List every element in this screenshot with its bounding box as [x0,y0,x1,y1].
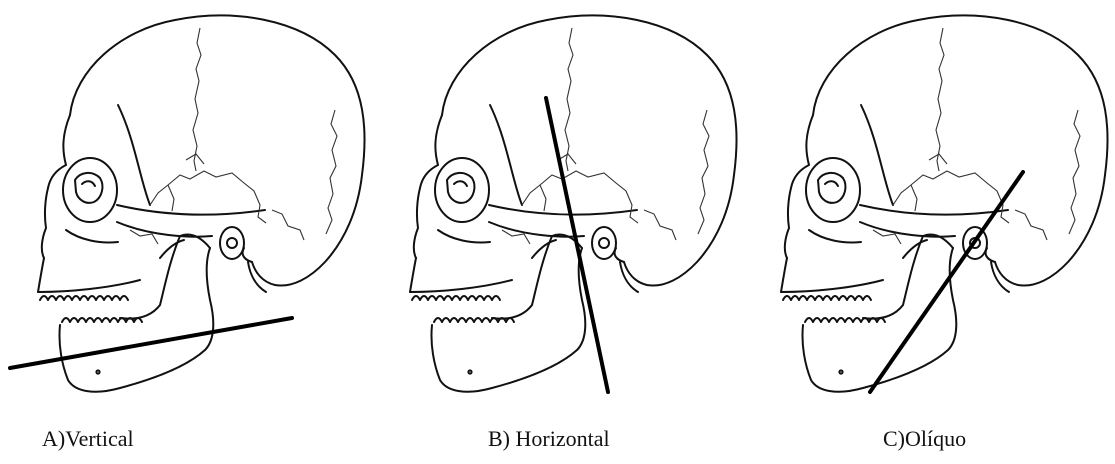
panel-oblique: C)Olíquo [743,0,1115,464]
caption-b: B) Horizontal [488,426,610,452]
caption-c: C)Olíquo [883,426,966,452]
panel-vertical: A)Vertical [0,0,372,464]
caption-a: A)Vertical [42,426,134,452]
reference-line-vertical [10,318,292,368]
panel-horizontal: B) Horizontal [372,0,744,464]
skull-diagram-b [372,0,744,410]
skull-diagram-a [0,0,372,410]
skull-diagram-c [743,0,1115,410]
